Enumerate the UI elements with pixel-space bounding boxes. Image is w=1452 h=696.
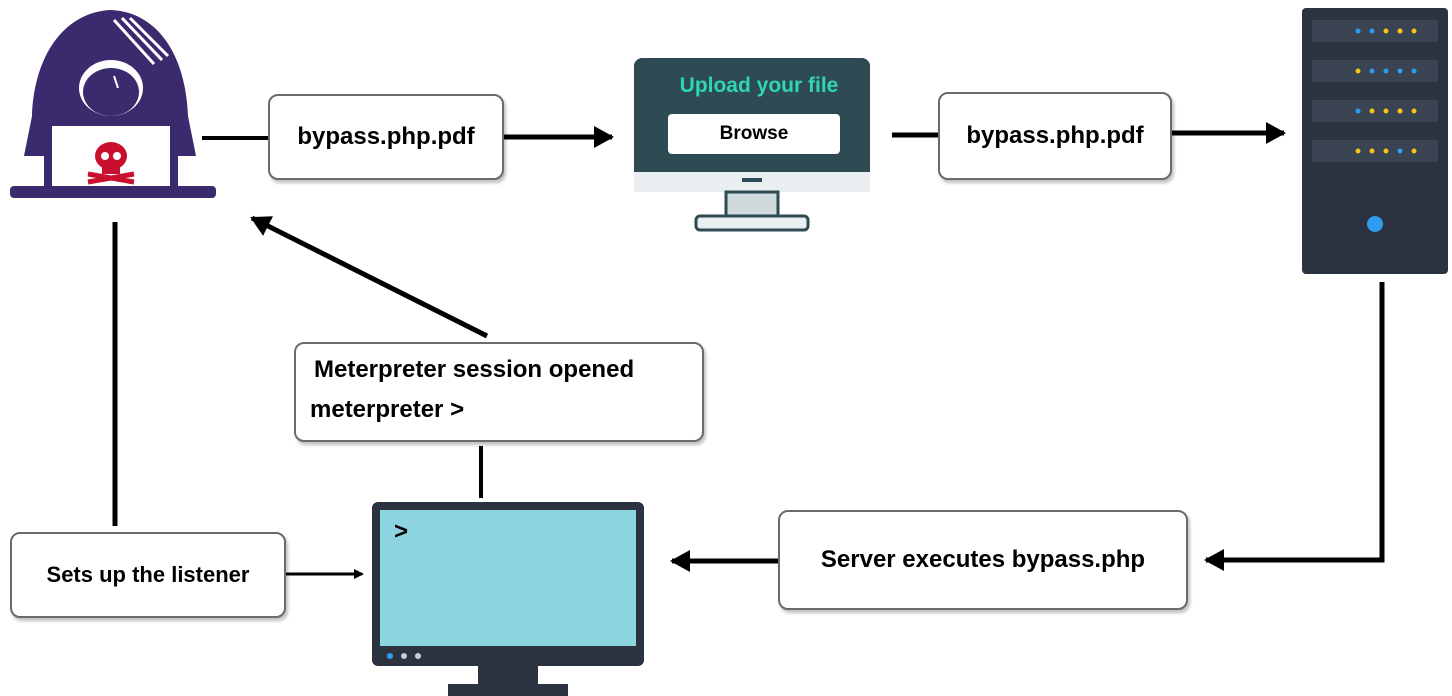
server-exec-box: Server executes bypass.php bbox=[778, 510, 1188, 610]
upload-title: Upload your file bbox=[679, 74, 839, 97]
server-icon bbox=[1302, 8, 1448, 274]
terminal-monitor: > bbox=[370, 500, 646, 696]
browse-button-label: Browse bbox=[719, 123, 789, 144]
server-leds bbox=[1355, 28, 1417, 154]
server-rack-units bbox=[1312, 20, 1438, 162]
arrow-session-to-hacker bbox=[250, 215, 489, 339]
file-label-1: bypass.php.pdf bbox=[268, 94, 504, 180]
upload-monitor: Upload your file Browse bbox=[632, 56, 872, 236]
arrow-server-to-exec bbox=[1204, 282, 1385, 571]
terminal-monitor-icon bbox=[372, 502, 644, 696]
file-label-2-text: bypass.php.pdf bbox=[966, 122, 1144, 149]
skull-icon bbox=[87, 142, 135, 185]
terminal-prompt: > bbox=[394, 518, 409, 545]
session-line-1: Meterpreter session opened bbox=[314, 356, 635, 383]
browse-button[interactable]: Browse bbox=[668, 114, 840, 154]
session-box: Meterpreter session opened meterpreter > bbox=[294, 342, 704, 442]
listener-box: Sets up the listener bbox=[10, 532, 286, 618]
hacker-icon bbox=[10, 10, 216, 198]
server-power-icon bbox=[1367, 216, 1383, 232]
file-label-2: bypass.php.pdf bbox=[938, 92, 1172, 180]
server-exec-text: Server executes bypass.php bbox=[820, 546, 1146, 573]
file-label-1-text: bypass.php.pdf bbox=[297, 123, 475, 150]
session-line-2: meterpreter > bbox=[310, 396, 465, 423]
listener-text: Sets up the listener bbox=[46, 562, 250, 587]
